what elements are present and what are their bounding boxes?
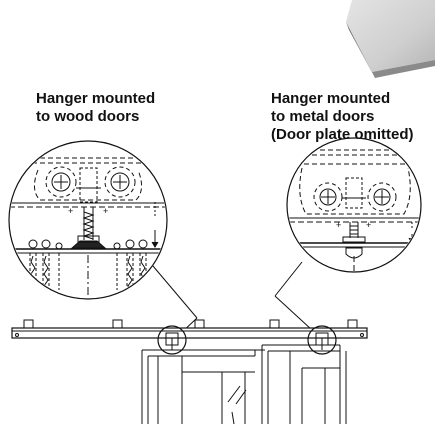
label-metal-doors: Hanger mounted to metal doors (Door plat… [271, 90, 414, 144]
leader-line-left [152, 265, 198, 319]
doors [141, 344, 347, 425]
leader-line-right [274, 261, 303, 297]
label-metal-line-3: (Door plate omitted) [271, 126, 414, 143]
product-photo [346, 0, 435, 78]
svg-text:+: + [103, 206, 108, 216]
label-wood-doors: Hanger mounted to wood doors [36, 90, 155, 126]
svg-text:+: + [336, 220, 341, 230]
svg-text:+: + [68, 206, 73, 216]
svg-text:+: + [366, 220, 371, 230]
label-wood-line-2: to wood doors [36, 108, 140, 125]
label-metal-line-1: Hanger mounted [271, 90, 391, 107]
track-overview [11, 319, 368, 355]
metal-door-detail: + + [286, 137, 422, 273]
label-wood-line-1: Hanger mounted [36, 90, 156, 107]
label-metal-line-2: to metal doors [271, 108, 375, 125]
wood-door-detail: + + [8, 140, 168, 300]
